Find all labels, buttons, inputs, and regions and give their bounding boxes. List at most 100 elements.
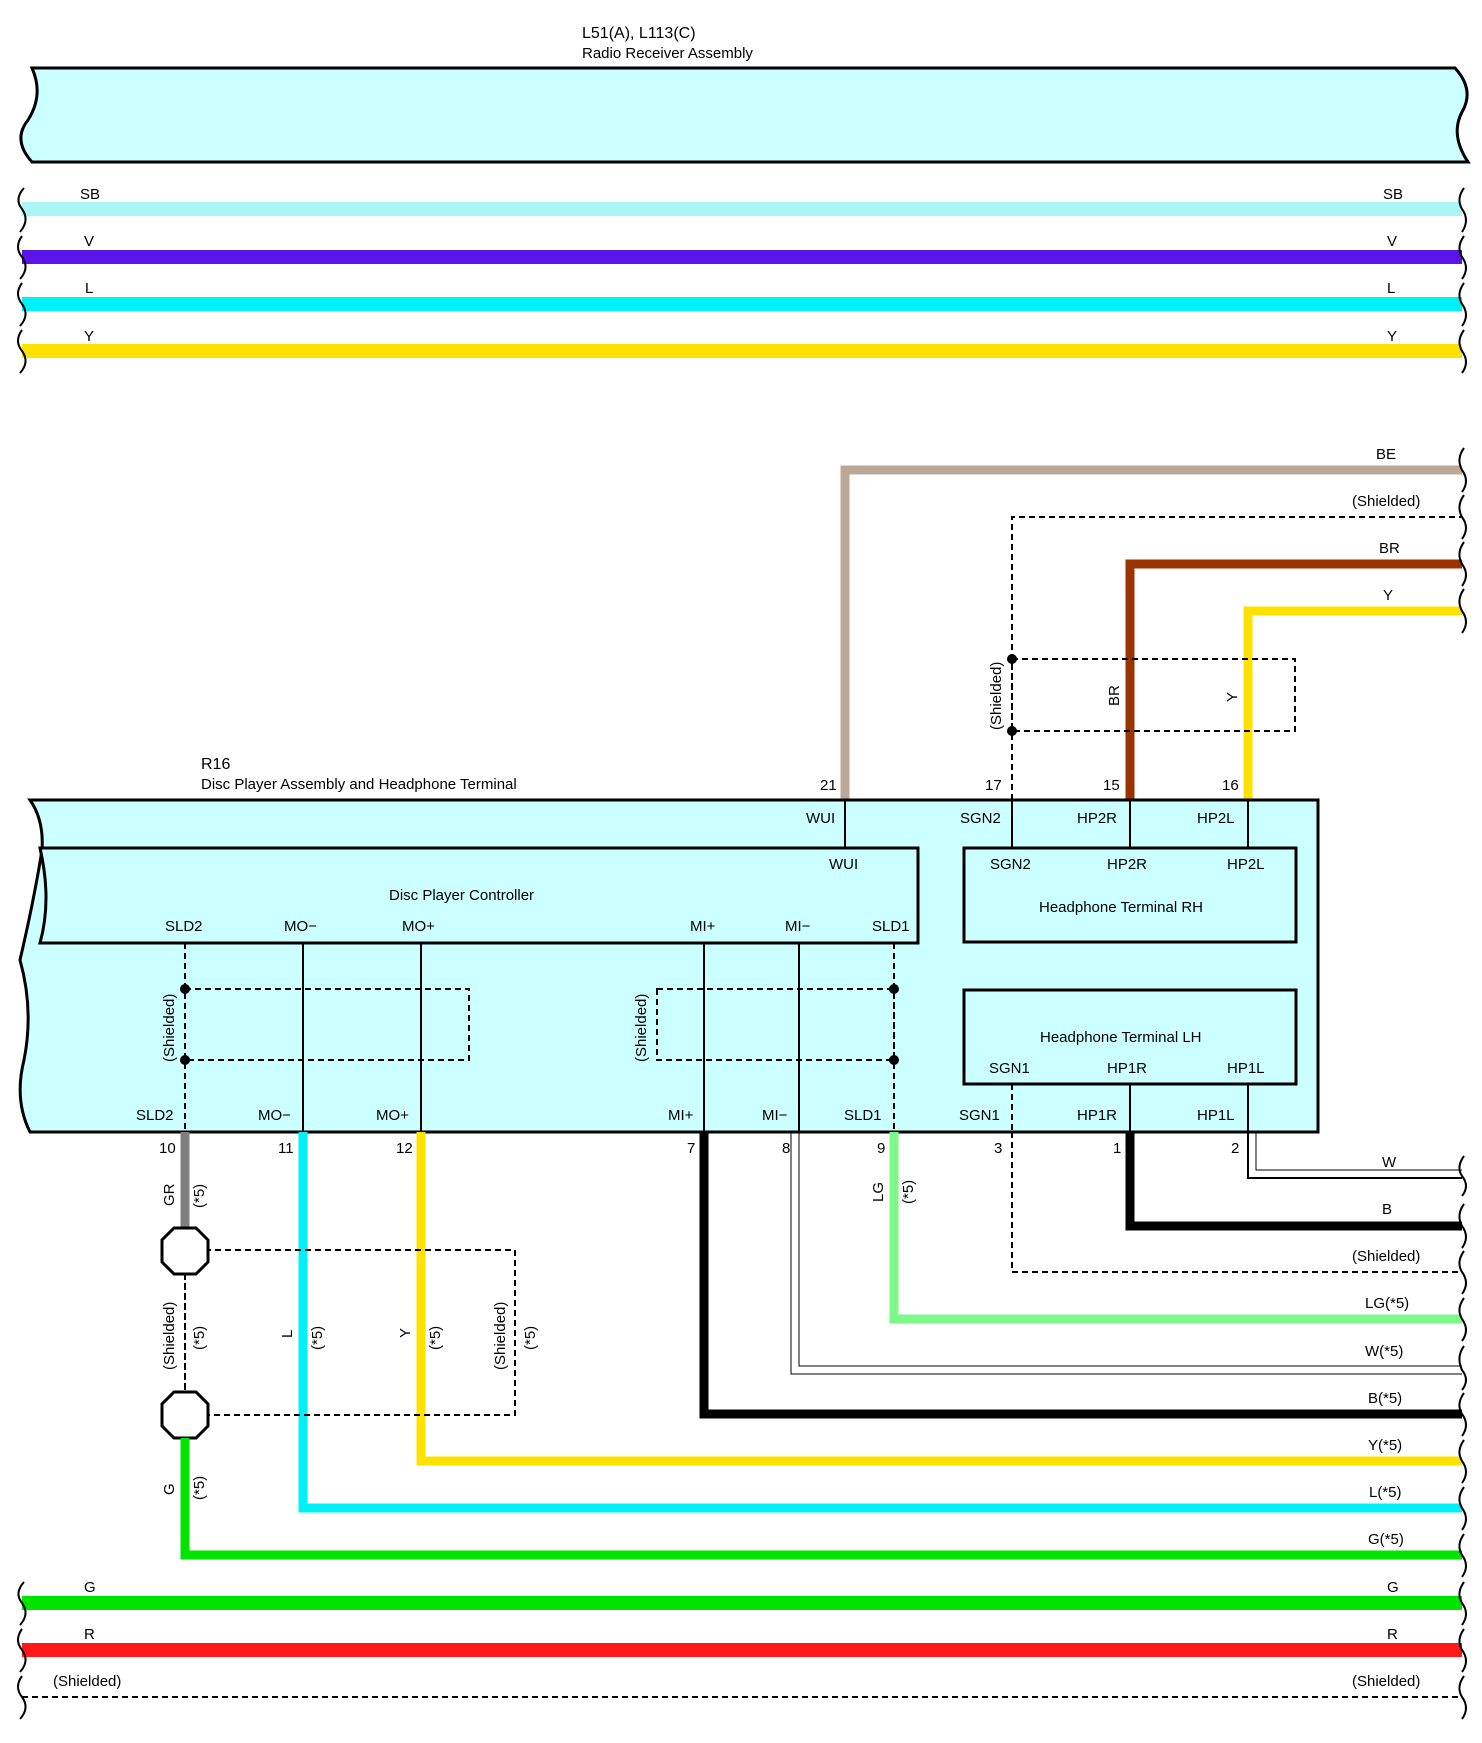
pin-name: HP2R [1077,810,1117,827]
bus-label-right: G [1387,1579,1399,1596]
br-label-vertical: BR [1106,685,1123,706]
pin-number: 1 [1113,1140,1121,1157]
bus-label-right: Y [1387,328,1397,345]
pin-name: SLD1 [844,1107,882,1124]
lg-label-vertical: LG [870,1182,887,1202]
top-bus-y: Y Y [22,328,1462,358]
pin-label: MO+ [402,918,435,935]
pin-name: SGN2 [960,810,1001,827]
wire-label: W [1382,1154,1397,1171]
wire-label: L(*5) [1369,1484,1402,1501]
bus-label-right: (Shielded) [1352,1673,1420,1690]
pin-label: SLD2 [165,918,203,935]
radio-connector-name: Radio Receiver Assembly [582,45,753,62]
shield-junction: (Shielded) (*5) (Shielded) (*5) [161,1249,539,1416]
pin-number: 11 [278,1140,294,1157]
pin-number: 2 [1231,1140,1239,1157]
bus-label-left: Y [84,328,94,345]
bus-label-left: V [84,233,94,250]
y-label-vertical: Y [397,1328,414,1338]
pin-label: SLD1 [872,918,910,935]
bottom-bus-g: G G [22,1579,1462,1610]
bottom-bus-break-marks [17,1581,1467,1720]
pin-inner-name: HP2R [1107,856,1147,873]
pin-number: 17 [985,777,1002,794]
top-bus-v: V V [22,233,1462,264]
controller-pin-labels: SLD2 MO− MO+ MI+ MI− SLD1 [165,918,910,935]
wire-shielded-bottom: (Shielded) [1011,1132,1462,1273]
wire-label: (Shielded) [1352,493,1420,510]
pin-label: MO− [284,918,317,935]
wire-y5: Y(*5) Y (*5) [397,1132,1462,1466]
pin-inner-name: WUI [829,856,858,873]
wire-be: BE [840,446,1462,800]
pin-name: SLD2 [136,1107,174,1124]
headphone-terminal-lh [962,988,1298,1086]
wire-b5: B(*5) [699,1132,1462,1419]
pin-name: HP2L [1197,810,1235,827]
pin-number: 16 [1222,777,1239,794]
wire-label: Y [1383,587,1393,604]
pin-name: MI− [762,1107,788,1124]
pin-inner-name: SGN2 [990,856,1031,873]
pin-inner-name: HP2L [1227,856,1265,873]
wire-w5: W(*5) [790,1132,1462,1375]
bus-label-left: L [85,280,93,297]
pin-number: 8 [782,1140,790,1157]
star5-label-vertical: (*5) [427,1326,444,1350]
bottom-pin-labels: SLD2 MO− MO+ MI+ MI− SLD1 SGN1 HP1R HP1L… [136,1107,1239,1157]
radio-receiver-body [19,66,1471,164]
pin-name: HP1R [1077,1107,1117,1124]
shield-label-vertical: (Shielded) [633,994,650,1062]
pin-name: MO+ [376,1107,409,1124]
bus-break-marks [17,187,1467,374]
star5-label-vertical: (*5) [191,1326,208,1350]
wire-label: B [1382,1201,1392,1218]
disc-player-controller [38,846,920,945]
radio-connector-code: L51(A), L113(C) [582,25,696,42]
internal-shield-right: (Shielded) [633,984,899,1065]
controller-name: Disc Player Controller [389,887,534,904]
internal-top-leads [844,800,1249,848]
wire-gr: GR (*5) [161,1132,208,1228]
pin-label: MI+ [690,918,716,935]
wire-l5: L(*5) L (*5) [279,1132,1462,1513]
pin-number: 21 [820,777,837,794]
top-shield-box: (Shielded) BR Y [988,654,1296,736]
shield-label-vertical: (Shielded) [161,1302,178,1370]
pin-number: 15 [1103,777,1120,794]
pin-number: 3 [994,1140,1002,1157]
wire-label: BR [1379,540,1400,557]
star5-label-vertical: (*5) [309,1326,326,1350]
internal-shield-left: (Shielded) [161,984,470,1065]
ground-connector-lower [160,1390,210,1440]
lh-pin-labels: SGN1 HP1R HP1L [989,1060,1265,1077]
wire-label: Y(*5) [1368,1437,1402,1454]
pin-number: 10 [159,1140,176,1157]
component-code: R16 [201,756,230,773]
rh-name: Headphone Terminal RH [1039,899,1203,916]
pin-name: MO− [258,1107,291,1124]
lh-name: Headphone Terminal LH [1040,1029,1202,1046]
top-bus-sb: SB SB [22,186,1462,216]
bus-label-right: SB [1383,186,1403,203]
headphone-terminal-rh [962,846,1298,944]
y-label-vertical: Y [1224,692,1241,702]
bus-label-right: R [1387,1626,1398,1643]
top-bus-l: L L [22,280,1462,311]
pin-label: HP1R [1107,1060,1147,1077]
wire-label: BE [1376,446,1396,463]
bus-label-left: G [84,1579,96,1596]
g-label-vertical: G [161,1483,178,1495]
bus-label-left: SB [80,186,100,203]
bus-label-right: V [1387,233,1397,250]
pin-label: MI− [785,918,811,935]
right-break-marks-bottom [1458,1155,1467,1578]
shield-label-vertical: (Shielded) [988,662,1005,730]
bottom-bus-r: R R [22,1626,1462,1657]
wire-b: B [1125,1132,1462,1231]
pin-name: HP1L [1197,1107,1235,1124]
star5-label-vertical: (*5) [191,1184,208,1208]
bottom-bus-shielded: (Shielded) (Shielded) [22,1673,1462,1698]
